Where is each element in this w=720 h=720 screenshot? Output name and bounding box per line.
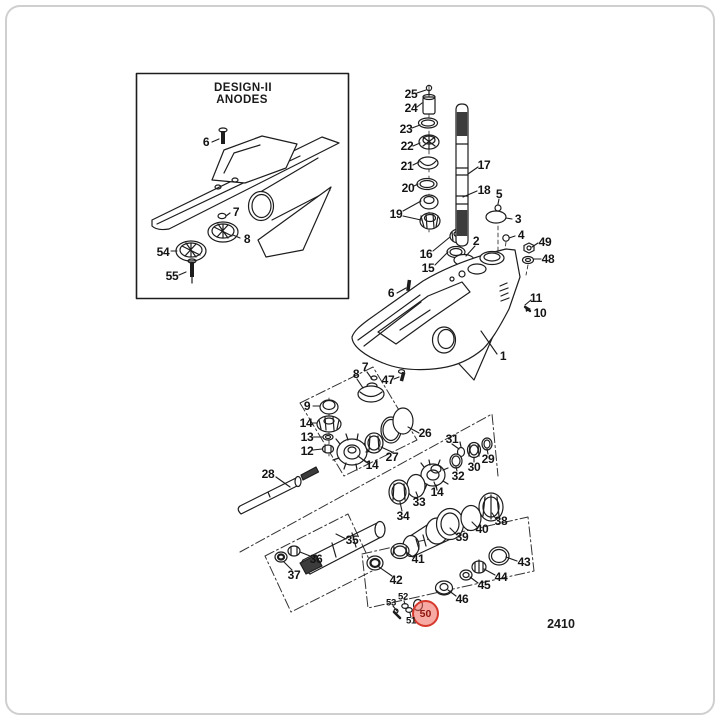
callout-17[interactable]: 17 xyxy=(477,158,491,172)
callout-38[interactable]: 38 xyxy=(494,514,508,528)
callout-12[interactable]: 12 xyxy=(300,444,314,458)
callout-7[interactable]: 7 xyxy=(232,205,240,219)
callout-35[interactable]: 35 xyxy=(345,533,359,547)
callout-8[interactable]: 8 xyxy=(243,232,251,246)
callout-19[interactable]: 19 xyxy=(389,207,403,221)
callout-3[interactable]: 3 xyxy=(514,212,522,226)
callout-2[interactable]: 2 xyxy=(472,234,480,248)
lower-exploded-assembly xyxy=(237,369,510,620)
callout-47[interactable]: 47 xyxy=(381,373,395,387)
callout-32[interactable]: 32 xyxy=(451,469,465,483)
callout-20[interactable]: 20 xyxy=(401,181,415,195)
callout-29[interactable]: 29 xyxy=(481,452,495,466)
callout-14[interactable]: 14 xyxy=(430,485,444,499)
inset-screw-6 xyxy=(218,127,228,144)
callout-11[interactable]: 11 xyxy=(529,291,543,305)
inset-drawing xyxy=(151,127,340,284)
callout-36[interactable]: 36 xyxy=(309,552,323,566)
inset-box xyxy=(135,72,350,300)
callout-43[interactable]: 43 xyxy=(517,555,531,569)
inset-screw-55 xyxy=(187,258,197,284)
callout-6[interactable]: 6 xyxy=(387,286,395,300)
callout-55[interactable]: 55 xyxy=(165,269,179,283)
callout-45[interactable]: 45 xyxy=(477,578,491,592)
callout-5[interactable]: 5 xyxy=(495,187,503,201)
callout-54[interactable]: 54 xyxy=(156,245,170,259)
callout-40[interactable]: 40 xyxy=(475,522,489,536)
leader-lines xyxy=(170,89,542,618)
inset-anode-8 xyxy=(207,221,239,243)
callout-14[interactable]: 14 xyxy=(299,416,313,430)
callout-18[interactable]: 18 xyxy=(477,183,491,197)
callout-14[interactable]: 14 xyxy=(365,458,379,472)
callout-23[interactable]: 23 xyxy=(399,122,413,136)
callout-30[interactable]: 30 xyxy=(467,460,481,474)
callout-10[interactable]: 10 xyxy=(533,306,547,320)
callout-31[interactable]: 31 xyxy=(445,432,459,446)
upper-right-small-parts xyxy=(453,204,535,276)
callout-1[interactable]: 1 xyxy=(499,349,507,363)
callout-6[interactable]: 6 xyxy=(202,135,210,149)
callout-26[interactable]: 26 xyxy=(418,426,432,440)
inset-title-line2: ANODES xyxy=(216,94,268,106)
callout-48[interactable]: 48 xyxy=(541,252,555,266)
callout-34[interactable]: 34 xyxy=(396,509,410,523)
callout-39[interactable]: 39 xyxy=(455,530,469,544)
callout-4[interactable]: 4 xyxy=(517,228,525,242)
callout-27[interactable]: 27 xyxy=(385,450,399,464)
callout-25[interactable]: 25 xyxy=(404,87,418,101)
lower-driveshaft-35 xyxy=(299,520,386,575)
callout-41[interactable]: 41 xyxy=(411,552,425,566)
propeller-shaft-28 xyxy=(237,466,320,515)
callout-8[interactable]: 8 xyxy=(352,367,360,381)
callout-15[interactable]: 15 xyxy=(421,261,435,275)
callout-37[interactable]: 37 xyxy=(287,568,301,582)
callout-51[interactable]: 51 xyxy=(406,615,416,627)
driveshaft-stack xyxy=(416,84,469,259)
torpedo-bore xyxy=(431,326,457,354)
callout-53[interactable]: 53 xyxy=(386,597,396,609)
callout-9[interactable]: 9 xyxy=(303,399,311,413)
callout-46[interactable]: 46 xyxy=(455,592,469,606)
gearcase-housing xyxy=(351,248,532,381)
callout-44[interactable]: 44 xyxy=(494,570,508,584)
callout-13[interactable]: 13 xyxy=(300,430,314,444)
driveshaft-17 xyxy=(455,103,469,247)
callout-52[interactable]: 52 xyxy=(398,591,408,603)
callout-24[interactable]: 24 xyxy=(404,101,418,115)
callout-49[interactable]: 49 xyxy=(538,235,552,249)
inset-title-line1: DESIGN-II xyxy=(214,82,272,94)
callout-7[interactable]: 7 xyxy=(361,360,369,374)
callout-22[interactable]: 22 xyxy=(400,139,414,153)
drawing-number: 2410 xyxy=(547,617,575,631)
callout-33[interactable]: 33 xyxy=(412,495,426,509)
callout-28[interactable]: 28 xyxy=(261,467,275,481)
callout-16[interactable]: 16 xyxy=(419,247,433,261)
callout-42[interactable]: 42 xyxy=(389,573,403,587)
highlighted-callout-50[interactable]: 50 xyxy=(412,600,439,627)
callout-21[interactable]: 21 xyxy=(400,159,414,173)
inset-anode-54 xyxy=(175,240,207,262)
